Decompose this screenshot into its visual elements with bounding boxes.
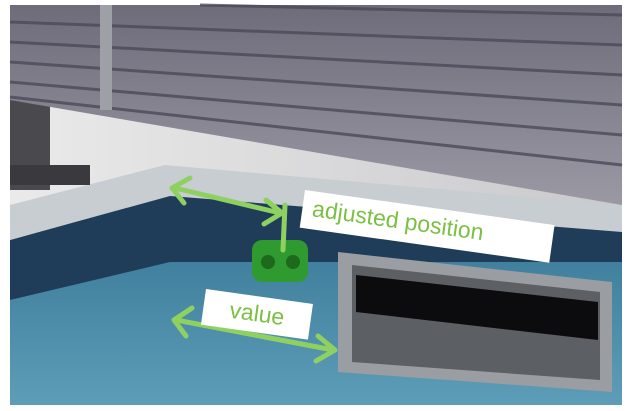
ceiling: [10, 5, 622, 205]
drain-grate: [338, 252, 612, 392]
value-arrow-icon: [171, 305, 338, 364]
ceiling-hanger: [100, 5, 112, 110]
adjusted-position-arrow-icon: [169, 175, 288, 253]
green-fixture-icon: [252, 240, 308, 282]
